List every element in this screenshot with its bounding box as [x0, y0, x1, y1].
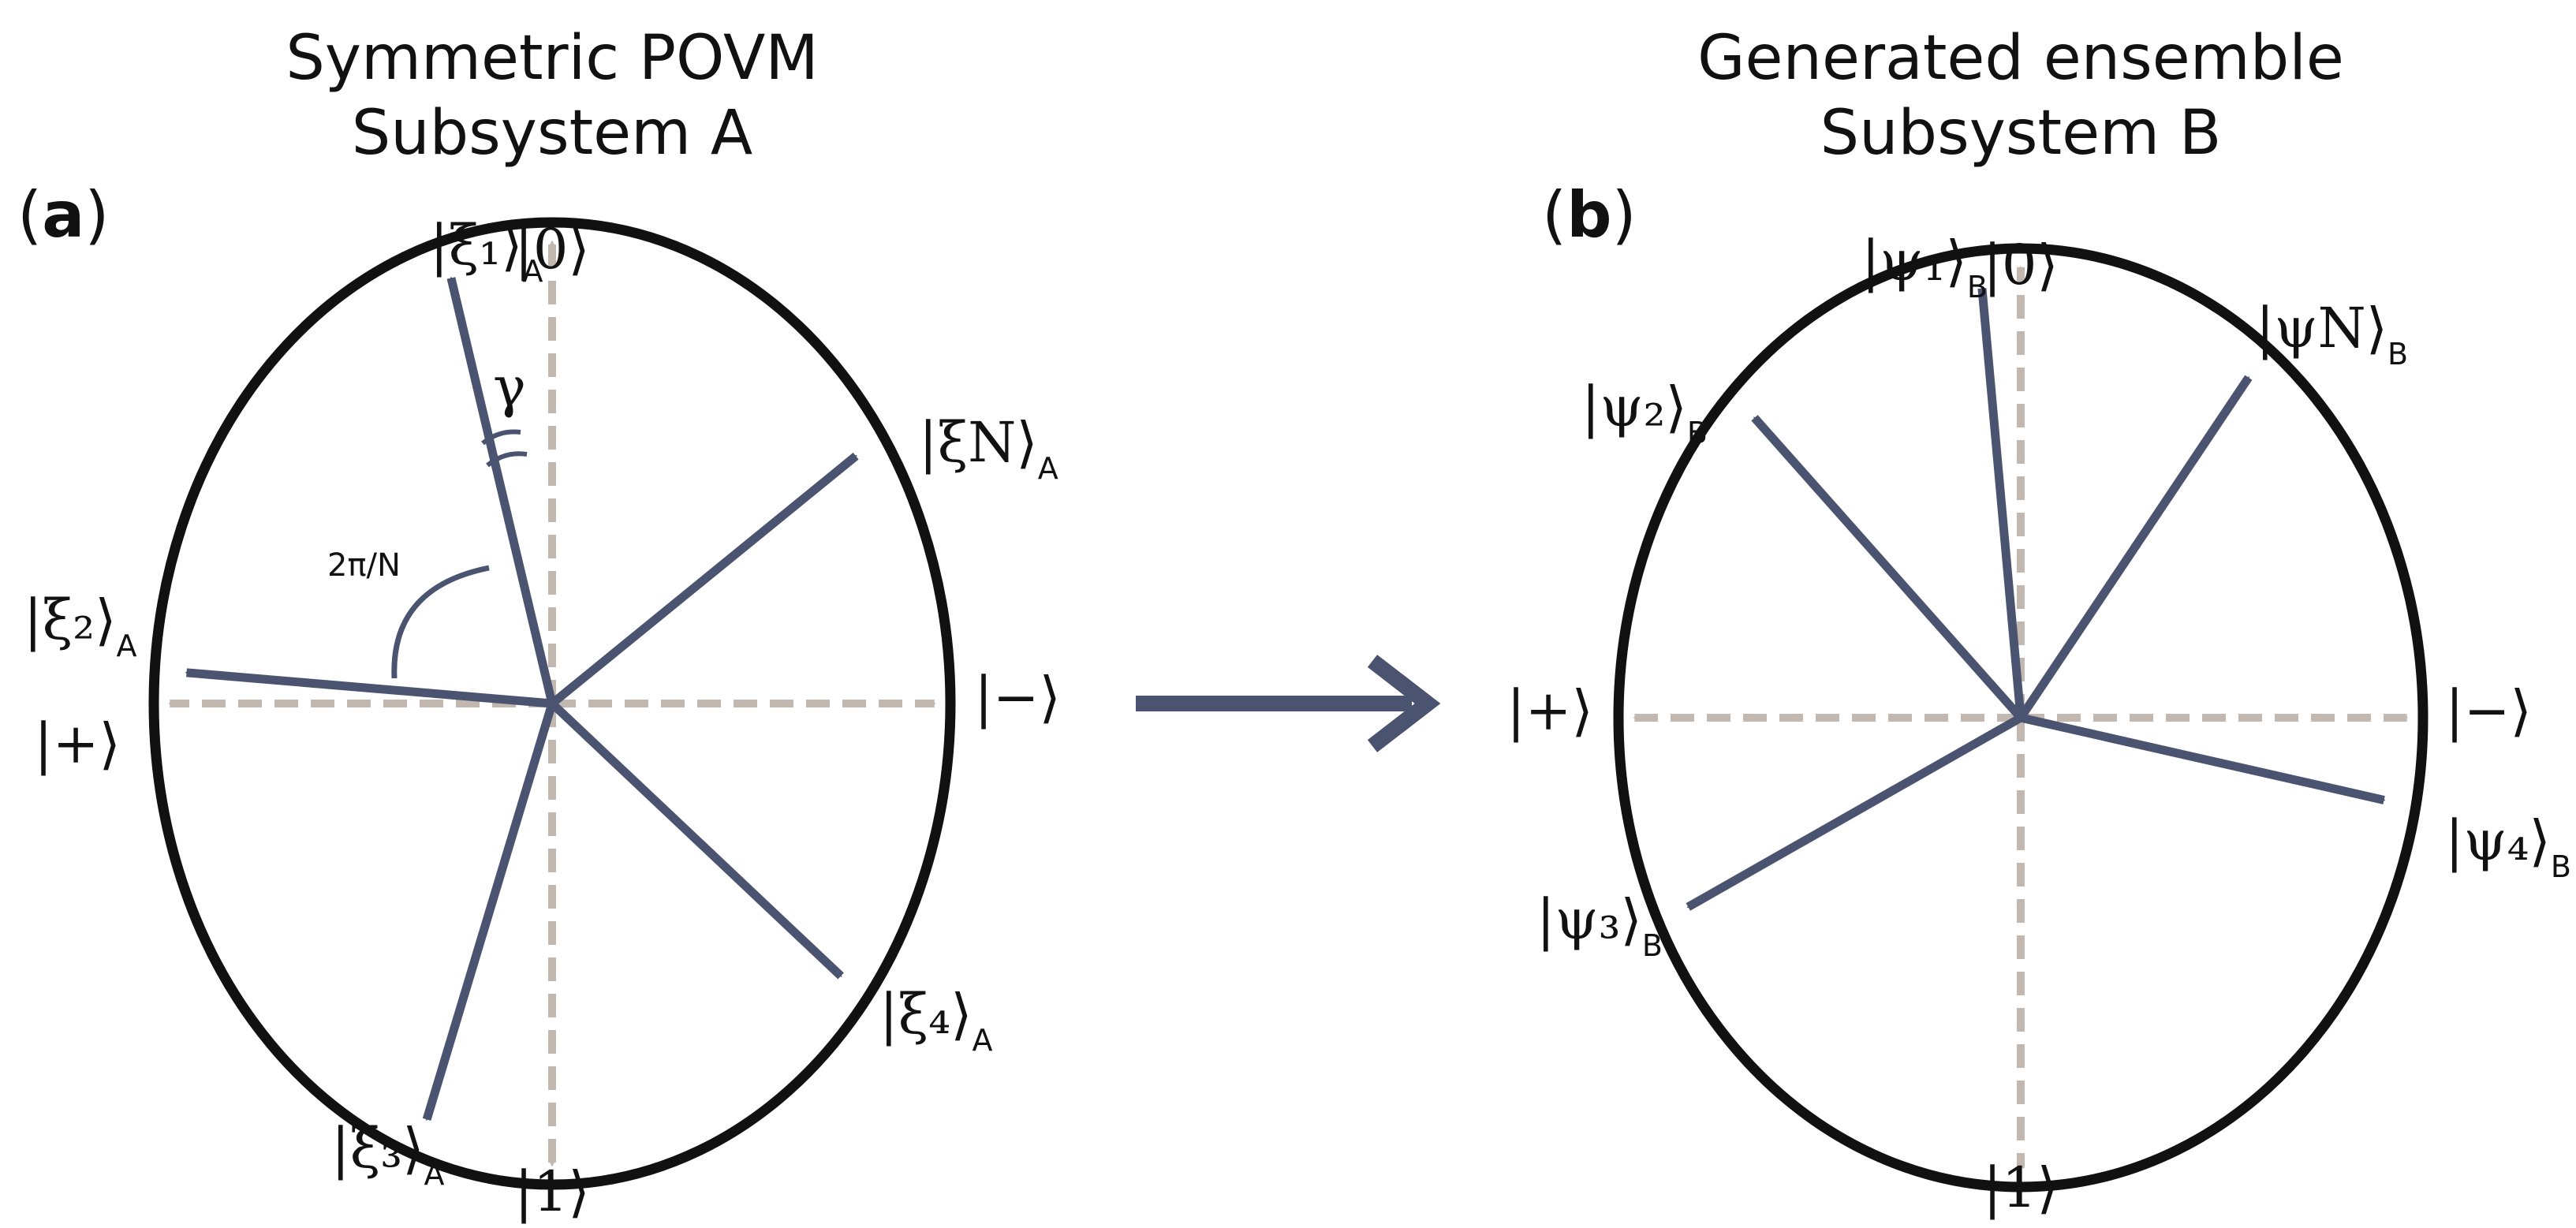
panel-a-axis-label-top: |0⟩ [514, 217, 589, 282]
panel-a-title-line1: Symmetric POVM [286, 23, 818, 94]
panel-a-letter: (a) [17, 178, 109, 252]
panel-b: Generated ensemble Subsystem B (b) |0⟩ |… [1506, 23, 2571, 1220]
vector-xi3 [422, 702, 557, 1122]
vector-psi2 [1751, 415, 2025, 721]
panel-b-axis-label-bottom: |1⟩ [1983, 1155, 2058, 1220]
vector-psiN [2017, 375, 2253, 721]
panel-b-axis-label-top: |0⟩ [1983, 233, 2058, 297]
panel-b-title-line2: Subsystem B [1820, 98, 2222, 169]
panel-a-label-xiN: |ξN⟩A [919, 410, 1058, 486]
panel-b-axis-label-left: |+⟩ [1506, 678, 1593, 743]
vector-psi4 [2019, 713, 2386, 804]
panel-b-label-psi4: |ψ₄⟩B [2445, 808, 2571, 884]
panel-b-title-line1: Generated ensemble [1697, 23, 2344, 94]
panel-a-axis-label-left: |+⟩ [34, 711, 121, 776]
panel-b-label-psi1: |ψ₁⟩B [1861, 229, 1988, 304]
vector-xi4 [549, 700, 844, 980]
panel-b-axes [1633, 265, 2409, 1170]
panel-a-vectors [185, 276, 859, 1122]
angle-2pi-n-label: 2π/N [327, 547, 401, 584]
gamma-label: γ [493, 355, 526, 420]
panel-a-axes [168, 240, 936, 1167]
panel-b-label-psi3: |ψ₃⟩B [1536, 887, 1663, 963]
angle-2pi-n-arc [391, 565, 490, 679]
panel-a: Symmetric POVM Subsystem A (a) |0⟩ |1⟩ |… [17, 23, 1061, 1224]
panel-a-axis-label-bottom: |1⟩ [514, 1159, 589, 1224]
vector-xiN [549, 452, 859, 707]
panel-a-label-xi3: |ξ₃⟩A [331, 1116, 445, 1192]
gamma-arc-1 [481, 429, 521, 446]
transition-arrow [1136, 655, 1441, 752]
panel-a-label-xi1: |ξ₁⟩A [430, 213, 543, 289]
panel-a-label-xi4: |ξ₄⟩A [879, 982, 993, 1058]
panel-b-label-psiN: |ψN⟩B [2256, 296, 2408, 371]
vector-psi1 [1977, 286, 2025, 719]
panel-b-vectors [1686, 286, 2386, 911]
vector-xi1 [446, 276, 557, 705]
panel-a-title-line2: Subsystem A [352, 98, 753, 169]
panel-b-letter: (b) [1542, 178, 1637, 252]
transition-arrow-head [1367, 655, 1441, 752]
panel-b-label-psi2: |ψ₂⟩B [1581, 375, 1708, 450]
panel-a-axis-label-right: |−⟩ [974, 665, 1061, 730]
panel-a-circle [148, 217, 956, 1190]
vector-xi2 [185, 668, 553, 708]
panel-b-axis-label-right: |−⟩ [2445, 678, 2532, 743]
gamma-arc-2 [486, 451, 528, 468]
panel-a-label-xi2: |ξ₂⟩A [24, 588, 137, 663]
panel-b-circle [1613, 243, 2429, 1193]
vector-psi3 [1686, 714, 2023, 911]
